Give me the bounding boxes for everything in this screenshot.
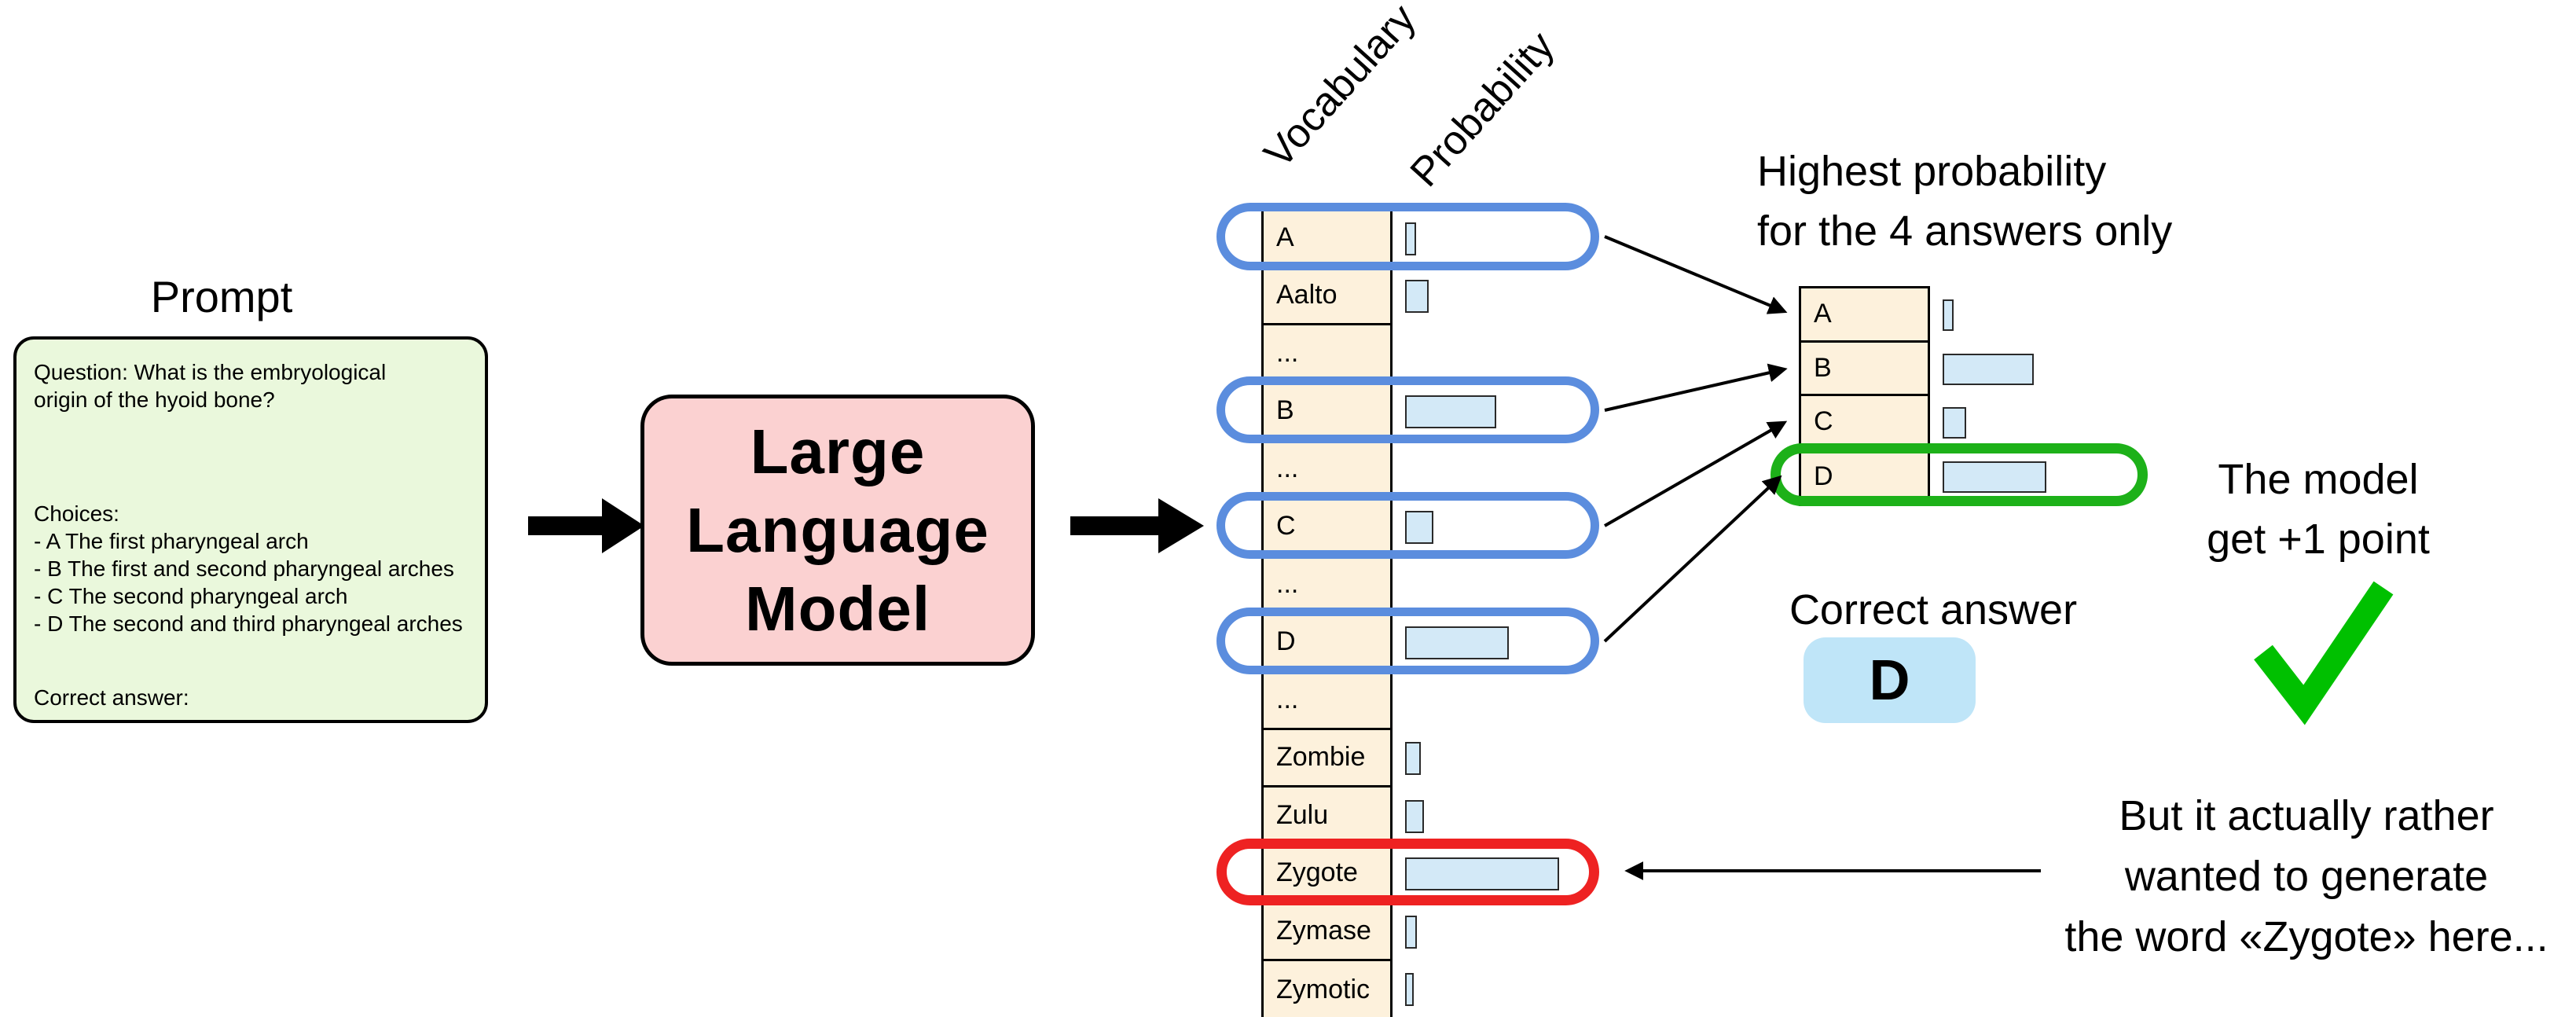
prompt-question: Question: What is the embryological orig… [34, 358, 386, 413]
probability-bar-C [1943, 407, 1966, 439]
score-note-line: The model [2218, 456, 2419, 503]
model-to-vocab-arrow [1070, 498, 1204, 553]
llm-box: Large Language Model [640, 395, 1035, 666]
token-cell-Aalto: Aalto [1264, 268, 1390, 325]
token-cell-Zombie: Zombie [1264, 730, 1390, 788]
correct-answer-label: Correct answer [1789, 586, 2078, 633]
token-cell-: ... [1264, 556, 1390, 615]
highlight-ring-D [1771, 442, 2148, 506]
highlight-ring-D [1216, 607, 1599, 674]
prompt-heading: Prompt [150, 272, 293, 321]
question-line: origin of the hyoid bone? [34, 387, 275, 412]
answers-table-caption: Highest probability for the 4 answers on… [1757, 141, 2307, 261]
probability-bar-A [1943, 299, 1954, 332]
highlight-ring-A [1216, 203, 1599, 270]
token-cell-B: B [1801, 343, 1928, 396]
token-cell-: ... [1264, 672, 1390, 730]
caption-line: Highest probability [1757, 148, 2107, 195]
arrow-token-d-to-answers [1603, 475, 1782, 643]
vocabulary-column-header: Vocabulary [1255, 0, 1425, 177]
checkmark-icon [2254, 581, 2394, 725]
choice-item: - B The first and second pharyngeal arch… [34, 556, 454, 581]
token-cell-: ... [1264, 325, 1390, 384]
token-cell-Zymotic: Zymotic [1276, 974, 1370, 1004]
probability-bar-Aalto [1405, 280, 1429, 314]
zygote-note-line: But it actually rather [2119, 792, 2494, 839]
zygote-note-line: the word «Zygote» here... [2064, 913, 2548, 960]
correct-answer-value: D [1869, 648, 1910, 712]
score-note-line: get +1 point [2207, 516, 2430, 563]
choices-label: Choices: [34, 501, 119, 526]
llm-label-line: Large [750, 416, 926, 486]
probability-bar-B [1943, 353, 2034, 385]
token-cell-C: C [1801, 396, 1928, 450]
probability-column-header: Probability [1401, 23, 1564, 196]
highlight-ring-B [1216, 376, 1599, 443]
prompt-choices: Choices: - A The first pharyngeal arch -… [34, 500, 463, 637]
arrow-token-b-to-answers [1604, 363, 1788, 412]
token-cell-A: A [1801, 288, 1928, 343]
score-note: The model get +1 point [2145, 450, 2491, 569]
probability-bar-Zulu [1405, 799, 1424, 833]
llm-label-line: Language [686, 494, 989, 565]
caption-line: for the 4 answers only [1757, 207, 2173, 255]
token-cell-Zymase: Zymase [1264, 903, 1390, 961]
question-line: Question: What is the embryological [34, 360, 387, 384]
zygote-note-line: wanted to generate [2124, 853, 2489, 900]
probability-bar-Zombie [1405, 742, 1421, 776]
token-cell-: ... [1264, 441, 1390, 499]
correct-answer-prompt-label: Correct answer: [34, 685, 189, 710]
highlight-ring-C [1216, 491, 1599, 559]
choice-item: - C The second pharyngeal arch [34, 584, 348, 608]
probability-bar-Zymotic [1405, 973, 1414, 1007]
prompt-box: Question: What is the embryological orig… [13, 336, 488, 723]
llm-label-line: Model [744, 573, 931, 644]
highlight-ring-Zygote [1216, 838, 1599, 905]
choice-item: - D The second and third pharyngeal arch… [34, 611, 463, 636]
probability-bar-Zymase [1405, 915, 1417, 949]
choice-item: - A The first pharyngeal arch [34, 529, 309, 553]
arrow-token-c-to-answers [1604, 420, 1788, 527]
correct-answer-box: D [1804, 637, 1976, 723]
token-cell-Zulu: Zulu [1264, 788, 1390, 846]
zygote-note: But it actually rather wanted to generat… [2043, 786, 2570, 967]
prompt-to-model-arrow [528, 498, 644, 553]
